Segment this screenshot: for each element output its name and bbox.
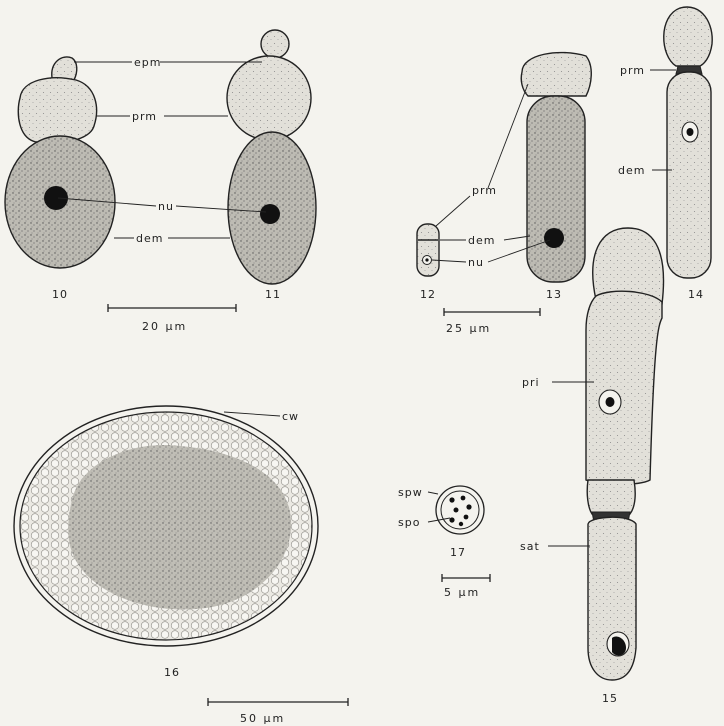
figure-13: 13 (521, 53, 591, 301)
scale-label-50: 50 µm (240, 712, 285, 725)
fig14-prm-cell (664, 7, 712, 66)
scale-bar-20: 20 µm (108, 304, 236, 333)
label-spw: spw (398, 486, 423, 499)
fig13-dem-cell (527, 96, 585, 282)
fig15-pri-cell (586, 291, 662, 484)
fig-number-11: 11 (265, 288, 281, 301)
fig-number-16: 16 (164, 666, 180, 679)
figure-12: 12 (417, 224, 439, 301)
figure-11: 11 (227, 30, 316, 301)
label-prm-a: prm (132, 110, 157, 123)
fig15-sat-cell (588, 517, 636, 680)
fig13-prm-cell (521, 53, 591, 96)
figure-10: 10 (5, 57, 115, 301)
fig12-cell (417, 224, 439, 276)
figure-16: 16 cw (14, 406, 318, 679)
fig10-nucleus (44, 186, 68, 210)
fig-number-12: 12 (420, 288, 436, 301)
scale-label-20: 20 µm (142, 320, 187, 333)
fig10-prm-cell (18, 78, 96, 143)
fig-number-13: 13 (546, 288, 562, 301)
fig14-dem-cell (667, 72, 711, 278)
label-pri: pri (522, 376, 540, 389)
label-nu-b: nu (468, 256, 484, 269)
fig-number-14: 14 (688, 288, 704, 301)
fig-number-15: 15 (602, 692, 618, 705)
fig-number-17: 17 (450, 546, 466, 559)
label-epm: epm (134, 56, 161, 69)
scale-bar-25: 25 µm (444, 308, 540, 335)
label-dem-c: dem (618, 164, 645, 177)
label-prm-c: prm (620, 64, 645, 77)
fig-number-10: 10 (52, 288, 68, 301)
figure-17: 17 spw spo (398, 486, 484, 559)
fig13-nucleus (544, 228, 564, 248)
label-spo: spo (398, 516, 420, 529)
fig15-middle-cell (587, 480, 635, 514)
scale-label-5: 5 µm (444, 586, 480, 599)
scale-bar-5: 5 µm (442, 574, 490, 599)
label-nu-a: nu (158, 200, 174, 213)
label-dem-a: dem (136, 232, 163, 245)
fig11-prm-cell (227, 56, 311, 140)
fig11-epm-cell (261, 30, 289, 58)
fig11-nucleus (260, 204, 280, 224)
label-sat: sat (520, 540, 540, 553)
scale-label-25: 25 µm (446, 322, 491, 335)
figure-15: 15 pri sat (520, 228, 664, 705)
fig10-epm-cell (52, 57, 77, 80)
label-dem-b: dem (468, 234, 495, 247)
scale-bar-50: 50 µm (208, 698, 348, 725)
fig16-dense-core (68, 445, 291, 610)
label-cw: cw (282, 410, 299, 423)
label-prm-b: prm (472, 184, 497, 197)
